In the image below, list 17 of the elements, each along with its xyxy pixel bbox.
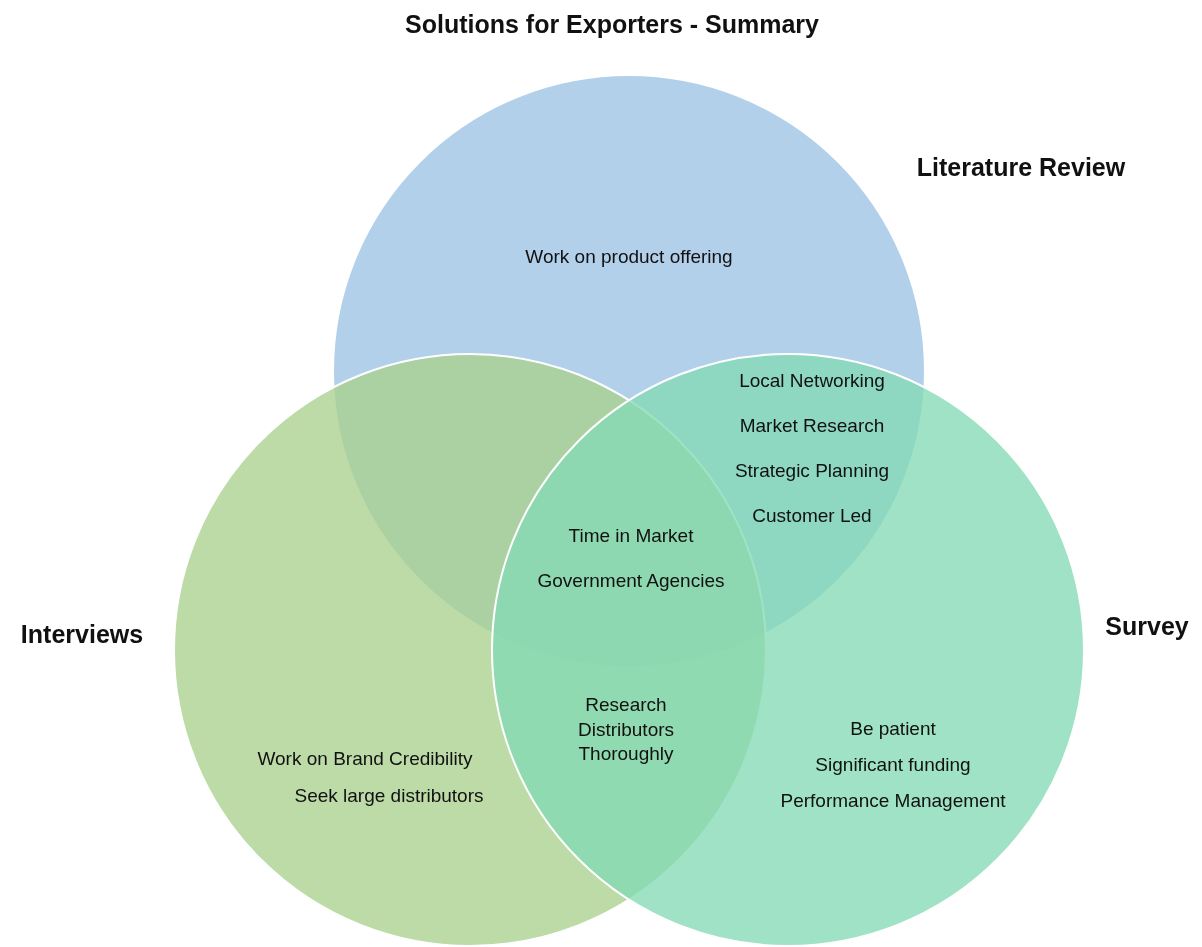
region-text: Seek large distributors [294, 783, 484, 808]
region-text: Government Agencies [537, 568, 725, 593]
region-text: Work on Brand Credibility [257, 746, 473, 771]
region-text: Market Research [739, 413, 885, 438]
diagram-title: Solutions for Exporters - Summary [405, 8, 819, 40]
circle-heading: Interviews [20, 618, 144, 650]
circle-heading: Literature Review [916, 151, 1126, 183]
region-text: Performance Management [780, 788, 1006, 813]
region-text: Significant funding [815, 752, 971, 777]
region-text: Be patient [850, 716, 936, 741]
circle-heading: Survey [1105, 610, 1189, 642]
region-text: Time in Market [568, 523, 694, 548]
region-text: Work on product offering [525, 244, 733, 269]
region-text: Customer Led [752, 503, 872, 528]
region-text: Strategic Planning [734, 458, 890, 483]
region-text: Research Distributors Thoroughly [576, 692, 676, 767]
region-text: Local Networking [739, 368, 885, 393]
